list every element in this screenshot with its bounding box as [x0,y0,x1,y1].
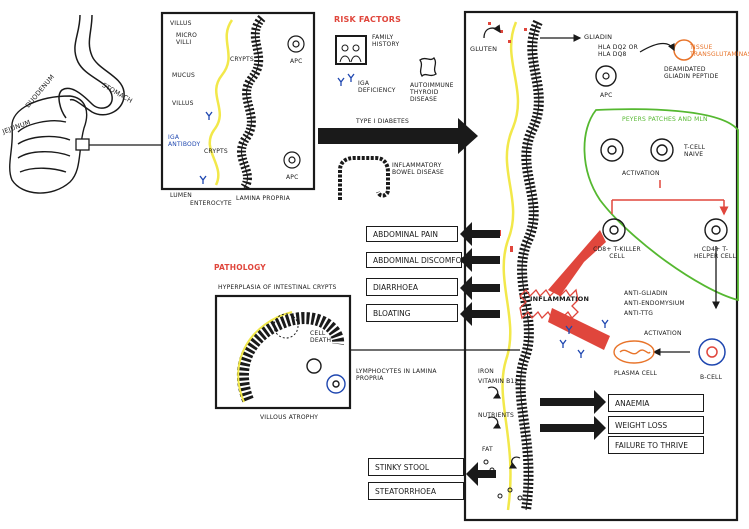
cd8-cell [602,218,626,242]
antibody-1: ANTI-GLIADIN [624,290,668,297]
lymphocytes-label: LYMPHOCYTES IN LAMINA PROPRIA [356,368,437,382]
normal-villi-epithelium [236,14,266,191]
plasma-cell-label: PLASMA CELL [614,370,658,377]
stomach-illustration [58,14,125,119]
autoimmune-thyroid-label: AUTOIMMUNE THYROID DISEASE [410,82,454,103]
hyperplasia-label: HYPERPLASIA OF INTESTINAL CRYPTS [218,284,337,291]
activation2-label: ACTIVATION [644,330,682,337]
iron-label: IRON [478,368,494,375]
risk-factors-title: RISK FACTORS [334,15,402,24]
symptom-failure-to-thrive: FAILURE TO THRIVE [608,436,704,454]
mucus-layer [208,19,234,186]
red-arrow-cd8 [548,230,606,296]
apc-mechanism [595,65,617,87]
antibody-3: ANTI-tTG [624,310,654,317]
vitamin-label: VITAMIN B12 [478,378,519,385]
symptom-bloating: BLOATING [366,304,458,322]
bcell-label: B-CELL [700,374,723,381]
iga-deficiency-icon [337,73,355,86]
hla-label: HLA DQ2 OR HLA DQ8 [598,44,638,58]
fat-label: FAT [482,446,493,453]
symptom-steatorrhoea: STEATORRHOEA [368,482,464,500]
cell-death-label: CELL DEATH [310,330,332,344]
jejunum-illustration [9,95,88,194]
family-photo-icon [335,35,367,65]
cell-death-marker [273,313,299,339]
mechanism-panel [463,10,739,522]
tcell-naive-label: T-CELL NAIVE [684,144,706,158]
fat-droplets [483,459,523,501]
iga-antibody-label: IgA ANTIBODY [168,134,201,148]
lumen-label: LUMEN [170,192,192,199]
ibd-label: INFLAMMATORY BOWEL DISEASE [392,162,445,176]
crypts-top-label: CRYPTS [230,56,254,63]
big-arrow-risk [318,118,478,154]
b-cell [698,338,726,366]
type1-diabetes-label: TYPE I DIABETES [356,118,409,125]
cd4-label: CD4+ T-HELPER CELL [694,246,736,260]
microvilli-label: MICRO VILLI [176,32,198,46]
symptom-abdominal-pain: ABDOMINAL PAIN [366,226,458,242]
normal-mucosa-box [160,11,316,191]
gluten-label: GLUTEN [470,45,498,53]
nutrients-label: NUTRIENTS [478,412,515,419]
pathology-box [214,294,352,410]
mucus-layer-disease [501,21,520,511]
peyers-patches-region [583,108,739,302]
villus-label: VILLUS [172,100,194,107]
inflammation-burst [519,288,579,320]
gluten-particles [488,22,527,252]
disease-villi-epithelium [515,19,544,511]
plasma-cell [613,340,655,364]
mucus-label: MUCUS [172,72,195,79]
apc-top-label: APC [290,58,303,65]
t-cell-naive-pair [600,138,674,162]
peyers-label: PEYERS PATCHES AND MLN [622,116,708,123]
apc-bottom-label: APC [286,174,299,181]
activation1-label: ACTIVATION [622,170,660,177]
colon-icon [338,156,390,200]
family-history-label: FAMILY HISTORY [372,34,400,48]
crypts-label: CRYPTS [204,148,228,155]
ttg-label: TISSUE TRANSGLUTAMINASE [690,44,749,58]
symptom-stinky-stool: STINKY STOOL [368,458,464,476]
symptom-diarrhoea: DIARRHOEA [366,278,458,296]
villus-top-label: VILLUS [170,20,192,27]
villous-atrophy-label: VILLOUS ATROPHY [260,414,319,421]
antibodies-mechanism [559,319,609,358]
lymphocytes-pathology [306,358,346,394]
symptom-abdominal-discomfort: ABDOMINAL DISCOMFORT [366,252,471,268]
cd4-cell [704,218,728,242]
cd8-label: CD8+ T-KILLER CELL [593,246,641,260]
iga-antibodies-normal [199,111,213,184]
thyroid-icon [419,56,437,78]
lamina-propria-label: LAMINA PROPRIA [236,195,291,202]
gliadin-label: GLIADIN [584,33,613,41]
enterocyte-label: ENTEROCYTE [190,200,232,207]
deamidated-label: DEAMIDATED GLIADIN PEPTIDE [664,66,719,80]
inflammation-label: INFLAMMATION [530,295,590,303]
symptom-arrows [460,222,606,486]
symptom-anaemia: ANAEMIA [608,394,704,412]
iga-deficiency-label: IgA DEFICIENCY [358,80,396,94]
duodenum-zoom-box [75,138,90,151]
pathology-title: PATHOLOGY [214,263,266,272]
apc-cells-normal [283,35,305,169]
apc-mech-label: APC [600,92,613,99]
red-arrow-plasma [548,308,610,350]
symptom-weight-loss: WEIGHT LOSS [608,416,704,434]
atrophic-mucosa [237,312,345,403]
antibody-2: ANTI-ENDOMYSIUM [624,300,685,307]
